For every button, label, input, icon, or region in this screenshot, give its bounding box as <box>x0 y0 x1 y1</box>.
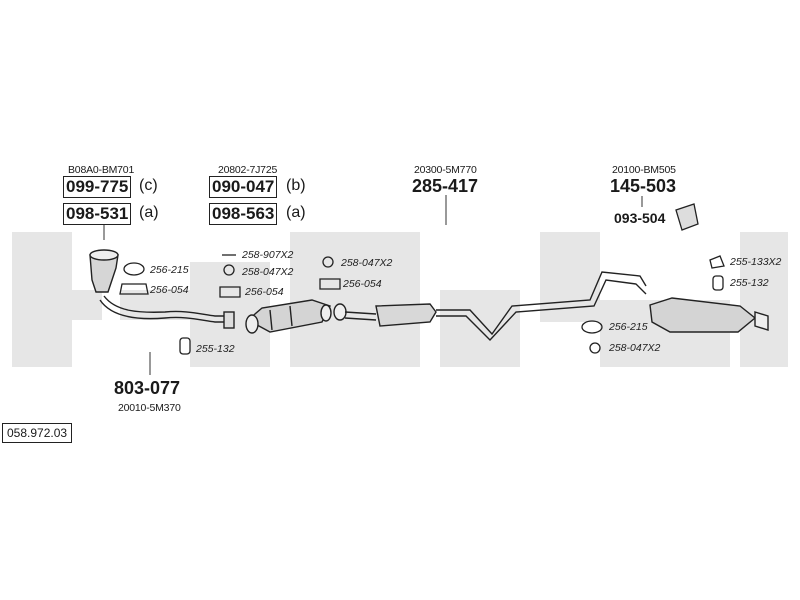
lower-pipe-part[interactable]: 803-077 <box>114 378 181 398</box>
nut-icon-2 <box>322 256 334 268</box>
fitting-label[interactable]: 256-215 <box>150 264 189 276</box>
gasket-icon-2 <box>581 320 603 334</box>
catalyst-ref: 20802-7J725 <box>218 164 278 176</box>
nut-icon <box>223 264 235 276</box>
middle-pipe-ref: 20300-5M770 <box>414 164 477 176</box>
fitting-label[interactable]: 258-047X2 <box>609 342 661 354</box>
fitting-label[interactable]: 258-907X2 <box>242 249 294 261</box>
bracket-icon <box>675 203 699 231</box>
fitting-label[interactable]: 256-054 <box>150 284 189 296</box>
rubber-mount-icon-2 <box>712 275 724 291</box>
gasket-plate-icon <box>119 283 149 295</box>
fitting-label[interactable]: 255-132 <box>196 343 235 355</box>
fitting-label[interactable]: 255-132 <box>730 277 769 289</box>
fitting-label[interactable]: 258-047X2 <box>341 257 393 269</box>
rubber-mount-icon <box>179 337 191 355</box>
rear-silencer-ref: 20100-BM505 <box>612 164 676 176</box>
fitting-label[interactable]: 256-215 <box>609 321 648 333</box>
middle-pipe-part[interactable]: 285-417 <box>412 176 479 196</box>
gasket-icon <box>123 262 145 276</box>
front-pipe-suffix-2: (a) <box>139 204 159 221</box>
front-pipe-suffix-1: (c) <box>139 177 158 194</box>
catalyst-suffix-2: (a) <box>286 204 306 221</box>
front-pipe-ref: B08A0-BM701 <box>68 164 135 176</box>
fitting-label[interactable]: 255-133X2 <box>730 256 782 268</box>
fitting-label[interactable]: 258-047X2 <box>242 266 294 278</box>
gasket-plate-icon-2 <box>219 286 241 298</box>
middle-pipe <box>333 271 647 342</box>
catalyst-body <box>245 299 332 334</box>
catalyst-suffix-1: (b) <box>286 177 306 194</box>
front-pipe-part-1[interactable]: 099-775 <box>63 176 132 198</box>
front-pipe-part-2[interactable]: 098-531 <box>63 203 132 225</box>
front-downpipe <box>89 249 119 293</box>
catalyst-part-2[interactable]: 098-563 <box>209 203 278 225</box>
fitting-label[interactable]: 256-054 <box>343 278 382 290</box>
catalyst-part-1[interactable]: 090-047 <box>209 176 278 198</box>
nut-icon-3 <box>589 342 601 354</box>
rubber-hanger-icon <box>709 255 725 269</box>
diagram-id: 058.972.03 <box>2 423 73 443</box>
lower-pipe <box>99 295 235 329</box>
lower-pipe-ref: 20010-5M370 <box>118 402 181 414</box>
rear-silencer-part[interactable]: 145-503 <box>610 176 677 196</box>
gasket-plate-icon-3 <box>319 278 341 290</box>
fitting-label[interactable]: 256-054 <box>245 286 284 298</box>
rear-bracket-part[interactable]: 093-504 <box>614 210 666 226</box>
rear-silencer-body <box>649 297 769 333</box>
